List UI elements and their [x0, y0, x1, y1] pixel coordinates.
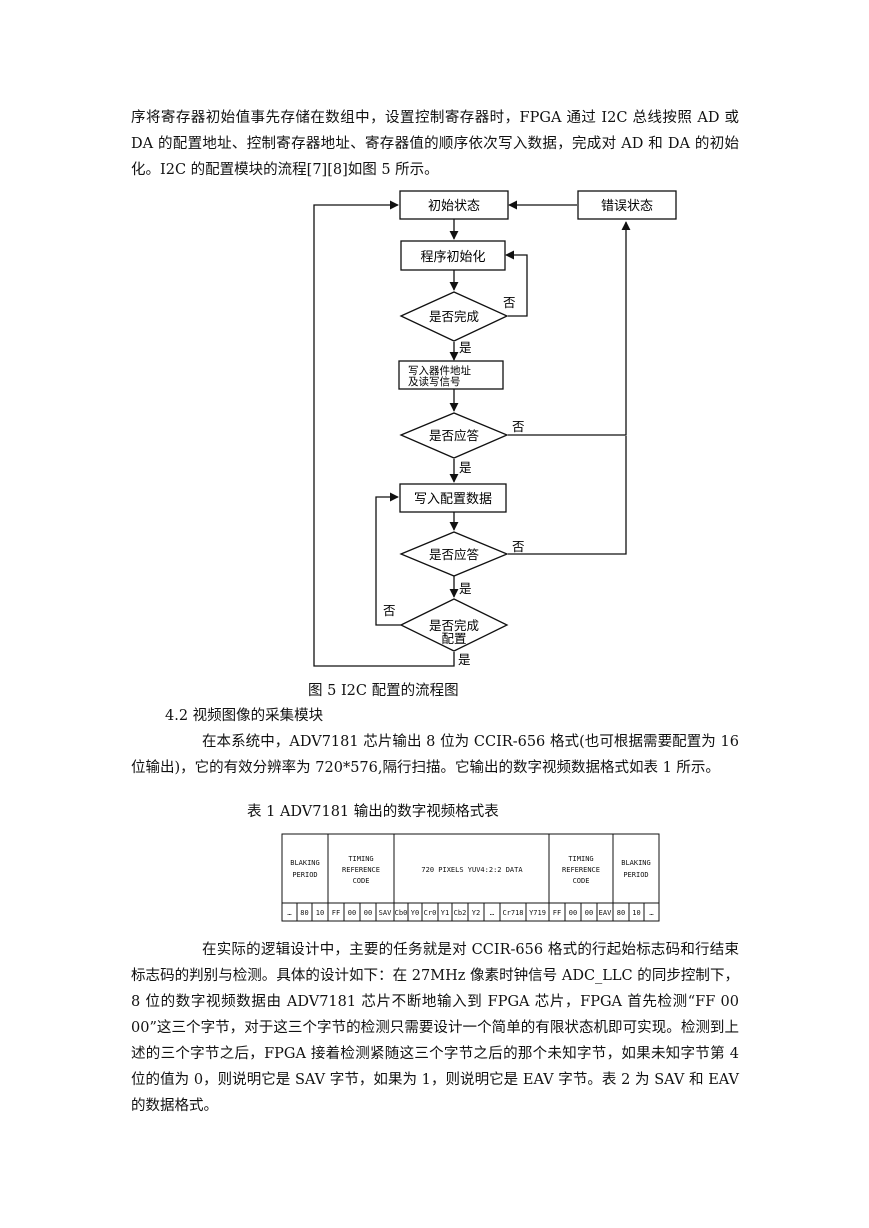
- table-cell: 00: [585, 909, 593, 917]
- is-ack-2-diamond: 是否应答: [399, 531, 509, 577]
- table-cell: 10: [316, 909, 324, 917]
- is-config-done-label-1: 是否完成: [429, 618, 479, 633]
- write-config-label: 写入配置数据: [414, 492, 492, 507]
- i2c-config-flowchart: 初始状态 错误状态 程序初始化 是否完成 写入器件地址 及读写信号 是否应答 写…: [313, 190, 677, 667]
- blanking-left-header-1: BLAKING: [290, 859, 320, 867]
- timing-left-header-3: CODE: [353, 877, 370, 885]
- is-ack-1-label: 是否应答: [429, 428, 480, 443]
- table-cell: …: [490, 909, 494, 917]
- table-cell: Cb2: [454, 909, 467, 917]
- write-address-label-1: 写入器件地址: [408, 364, 471, 377]
- section-heading: 4.2 视频图像的采集模块: [165, 708, 324, 724]
- is-done-label: 是否完成: [429, 309, 479, 324]
- table-cell: …: [649, 909, 653, 917]
- no-label-3: 否: [512, 539, 525, 554]
- closing-paragraph: 在实际的逻辑设计中，主要的任务就是对 CCIR-656 格式的行起始标志码和行结…: [131, 942, 739, 1114]
- yes-label-4: 是: [458, 652, 471, 667]
- table-cell: 80: [617, 909, 625, 917]
- blanking-right-header-2: PERIOD: [623, 871, 648, 879]
- table-cell: Cr718: [502, 909, 523, 917]
- timing-right-header-3: CODE: [573, 877, 590, 885]
- is-ack-2-label: 是否应答: [429, 547, 480, 562]
- table-cell: 00: [569, 909, 577, 917]
- write-config-box: 写入配置数据: [399, 483, 507, 513]
- figure5-caption: 图 5 I2C 配置的流程图: [308, 683, 459, 699]
- table-cell: Cb0: [395, 909, 408, 917]
- table-cell: …: [287, 909, 291, 917]
- timing-right-header-2: REFERENCE: [562, 866, 600, 874]
- table-cell: EAV: [599, 909, 612, 917]
- write-address-box: 写入器件地址 及读写信号: [398, 360, 504, 390]
- is-ack-1-diamond: 是否应答: [399, 412, 509, 459]
- init-state-box: 初始状态: [399, 190, 509, 220]
- table-cell: FF: [553, 909, 561, 917]
- program-init-box: 程序初始化: [400, 240, 506, 271]
- init-state-label: 初始状态: [428, 199, 480, 214]
- table-cell: Y1: [441, 909, 449, 917]
- yes-label-2: 是: [459, 460, 472, 475]
- blanking-left-header-2: PERIOD: [292, 871, 317, 879]
- intro-paragraph: 序将寄存器初始值事先存储在数组中，设置控制寄存器时，FPGA 通过 I2C 总线…: [131, 110, 739, 178]
- yes-label-3: 是: [459, 581, 472, 596]
- is-done-diamond: 是否完成: [399, 291, 509, 342]
- table-cell: FF: [332, 909, 340, 917]
- write-address-label-2: 及读写信号: [408, 375, 461, 388]
- is-config-done-diamond: 是否完成 配置: [399, 598, 509, 652]
- error-state-box: 错误状态: [577, 190, 677, 220]
- no-label-4: 否: [383, 603, 396, 618]
- timing-left-header-2: REFERENCE: [342, 866, 380, 874]
- table-cell: SAV: [379, 909, 392, 917]
- table-cell: 80: [300, 909, 308, 917]
- no-label-1: 否: [503, 295, 516, 310]
- table1-caption: 表 1 ADV7181 输出的数字视频格式表: [247, 804, 499, 820]
- table-cell: 00: [348, 909, 356, 917]
- program-init-label: 程序初始化: [420, 250, 485, 265]
- section-paragraph: 在本系统中，ADV7181 芯片输出 8 位为 CCIR-656 格式(也可根据…: [131, 734, 739, 776]
- table1-cell-dividers: [296, 903, 645, 921]
- table-cell: Cr0: [424, 909, 437, 917]
- data-header: 720 PIXELS YUV4:2:2 DATA: [421, 866, 523, 874]
- table-cell: 10: [632, 909, 640, 917]
- is-config-done-label-2: 配置: [441, 631, 466, 646]
- table1-video-format: BLAKING PERIOD TIMING REFERENCE CODE 720…: [281, 833, 660, 922]
- timing-right-header-1: TIMING: [568, 855, 593, 863]
- no-label-2: 否: [512, 419, 525, 434]
- table-cell: Y0: [411, 909, 419, 917]
- table-cell: 00: [364, 909, 372, 917]
- table-cell: Y719: [529, 909, 546, 917]
- yes-label-1: 是: [459, 340, 472, 355]
- error-state-label: 错误状态: [601, 199, 653, 214]
- table-cell: Y2: [472, 909, 480, 917]
- blanking-right-header-1: BLAKING: [621, 859, 651, 867]
- timing-left-header-1: TIMING: [348, 855, 373, 863]
